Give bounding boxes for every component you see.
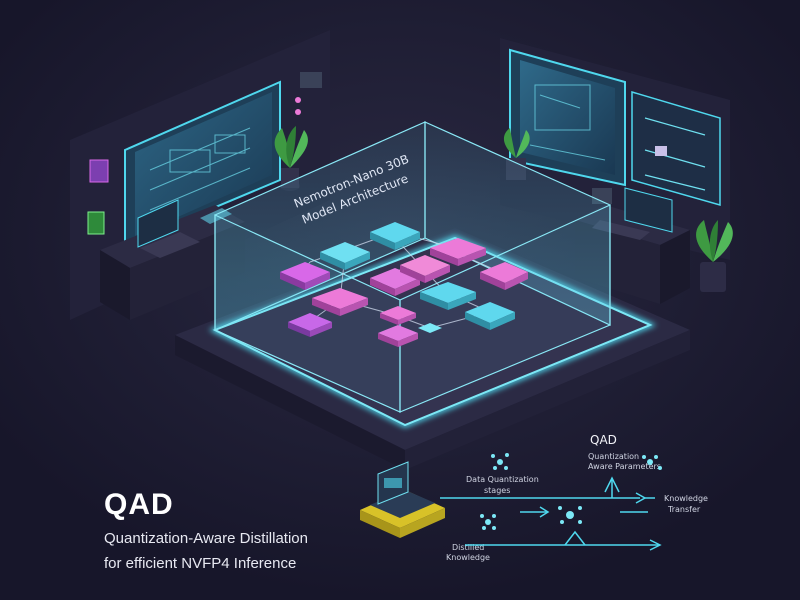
caption-subtitle-2: for efficient NVFP4 Inference — [104, 555, 297, 572]
node-cyan-3 — [420, 282, 476, 310]
label-quant-params-1: Quantization — [588, 452, 639, 461]
qad-flow-diagram: QAD Quantization Aware Parameters Data Q… — [440, 433, 708, 562]
label-quant-params-2: Aware Parameters — [588, 462, 661, 471]
node-cyan-4 — [465, 302, 515, 330]
label-knowledge-transfer-1: Knowledge — [664, 494, 708, 503]
node-pink-1 — [430, 238, 486, 266]
node-cyan-2 — [320, 242, 370, 270]
label-distilled-knowledge-1: Distilled — [452, 543, 484, 552]
caption-subtitle-1: Quantization-Aware Distillation — [104, 530, 308, 547]
node-small — [418, 323, 442, 333]
node-pink-6 — [380, 306, 416, 325]
node-pink-5 — [312, 288, 368, 316]
label-distilled-knowledge-2: Knowledge — [446, 553, 490, 562]
label-data-quant-2: stages — [484, 486, 510, 495]
network-cluster-icon — [480, 453, 662, 530]
label-data-quant-1: Data Quantization — [466, 475, 539, 484]
caption-block: QAD Quantization-Aware Distillation for … — [104, 488, 308, 572]
node-pink-7 — [378, 325, 418, 347]
qad-diagram-heading: QAD — [590, 433, 617, 447]
right-plant-icon — [696, 220, 733, 292]
node-magenta-2 — [288, 313, 332, 337]
node-pink-4 — [480, 262, 528, 290]
device-icon — [360, 461, 445, 538]
node-pink-3 — [400, 255, 450, 283]
network-nodes — [280, 222, 528, 347]
node-magenta-1 — [280, 262, 330, 290]
node-cyan-1 — [370, 222, 420, 250]
label-knowledge-transfer-2: Transfer — [667, 505, 701, 514]
caption-title: QAD — [104, 488, 174, 521]
